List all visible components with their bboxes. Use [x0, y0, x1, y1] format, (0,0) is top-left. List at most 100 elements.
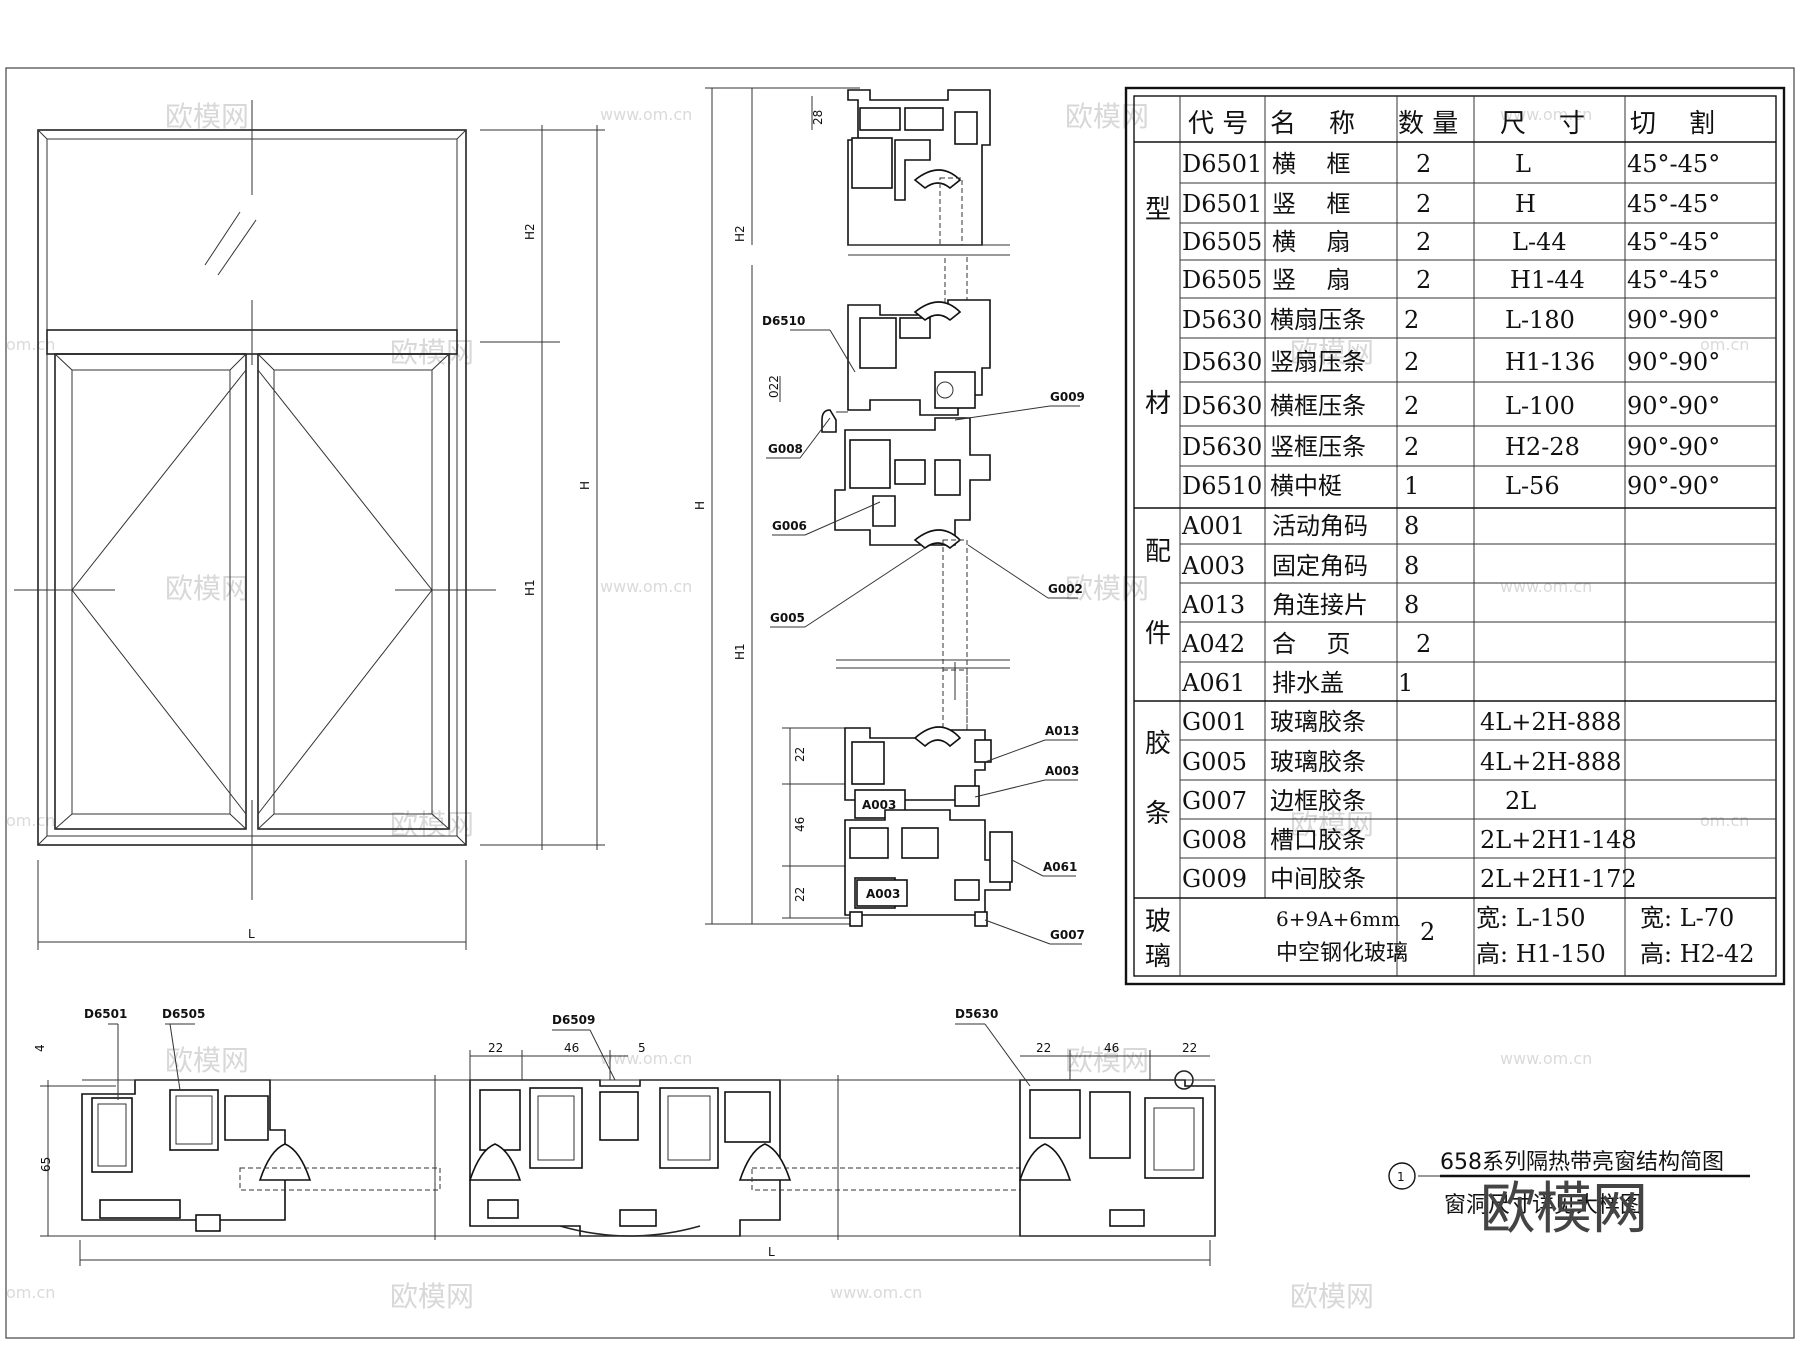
watermark-text: 欧模网	[1065, 100, 1149, 133]
svg-text:45°-45°: 45°-45°	[1627, 190, 1720, 218]
glass-qty: 2	[1420, 918, 1435, 946]
svg-text:H1-44: H1-44	[1510, 266, 1585, 294]
dim-label: 65	[39, 1157, 53, 1172]
svg-text:固定角码: 固定角码	[1272, 552, 1368, 580]
svg-text:合 页: 合 页	[1272, 630, 1351, 658]
svg-text:G007: G007	[1182, 787, 1247, 815]
svg-text:8: 8	[1404, 512, 1419, 540]
svg-text:活动角码: 活动角码	[1272, 512, 1368, 540]
svg-text:L-56: L-56	[1505, 472, 1560, 500]
table-row: D5630 竖扇压条 2 H1-136 90°-90°	[1182, 348, 1720, 376]
dim-label: 22	[488, 1041, 503, 1055]
table-row: G001 玻璃胶条 4L+2H-888	[1182, 708, 1621, 736]
dim-width-label: L	[768, 1245, 775, 1259]
header-qty: 数 量	[1398, 109, 1458, 139]
glass-upper-height: 高: H2-42	[1640, 940, 1755, 968]
watermark-site: om.cn	[6, 335, 55, 354]
callout-g006: G006	[772, 519, 807, 533]
dim-label: 022	[767, 375, 781, 398]
svg-text:4L+2H-888: 4L+2H-888	[1480, 708, 1621, 736]
dim-label: 22	[793, 887, 807, 902]
table-row: A013 角连接片 8	[1181, 591, 1419, 619]
watermark-text: 欧模网	[165, 100, 249, 133]
category-label: 配	[1145, 537, 1171, 567]
table-row: G009 中间胶条 2L+2H1-172	[1182, 865, 1637, 893]
svg-text:A001: A001	[1181, 512, 1245, 540]
callout-g008: G008	[768, 442, 803, 456]
table-row: D6501 竖 框 2 H 45°-45°	[1182, 190, 1720, 218]
left-sash	[54, 353, 247, 830]
dim-label: 46	[564, 1041, 579, 1055]
watermark-text: 欧模网	[1065, 1044, 1149, 1077]
svg-text:D5630: D5630	[1182, 433, 1262, 461]
svg-text:2L: 2L	[1505, 787, 1536, 815]
glass-lower-width: 宽: L-150	[1476, 904, 1586, 932]
svg-text:边框胶条: 边框胶条	[1270, 787, 1366, 815]
svg-text:横框压条: 横框压条	[1270, 392, 1366, 420]
callout-a003: A003	[1045, 764, 1079, 778]
table-row: G005 玻璃胶条 4L+2H-888	[1182, 748, 1621, 776]
right-sash	[257, 353, 450, 830]
watermark-text: 欧模网	[165, 1044, 249, 1077]
glass-lower-height: 高: H1-150	[1476, 940, 1606, 968]
svg-text:2: 2	[1404, 348, 1419, 376]
svg-text:L-180: L-180	[1505, 306, 1575, 334]
table-row: D6501 横 框 2 L 45°-45°	[1182, 150, 1720, 178]
svg-text:竖扇压条: 竖扇压条	[1270, 348, 1366, 376]
dim-h2-label: H2	[523, 223, 537, 240]
brand-watermark: 欧模网	[1480, 1177, 1648, 1242]
svg-text:2: 2	[1404, 306, 1419, 334]
drawing-title: 658系列隔热带亮窗结构简图	[1440, 1150, 1724, 1175]
header-code: 代 号	[1188, 109, 1248, 139]
callout-g002: G002	[1048, 582, 1083, 596]
parts-table: 代 号 名 称 数 量 尺 寸 切 割 型 材 配 件 胶 条 玻 璃 D650…	[1124, 86, 1786, 986]
svg-text:G008: G008	[1182, 826, 1247, 854]
svg-text:D6501: D6501	[1182, 190, 1262, 218]
dim-h1-label: H1	[523, 579, 537, 596]
watermark-text: 欧模网	[390, 1280, 474, 1313]
svg-text:D5630: D5630	[1182, 348, 1262, 376]
category-label: 璃	[1145, 942, 1171, 972]
svg-text:横扇压条: 横扇压条	[1270, 306, 1366, 334]
table-border	[1124, 86, 1786, 986]
svg-text:玻璃胶条: 玻璃胶条	[1270, 748, 1366, 776]
watermark-text: 欧模网	[1290, 1280, 1374, 1313]
svg-text:2: 2	[1416, 228, 1431, 256]
dim-h1-label: H1	[733, 643, 747, 660]
sheet-border	[5, 67, 1795, 1339]
svg-text:45°-45°: 45°-45°	[1627, 228, 1720, 256]
callout-g007: G007	[1050, 928, 1085, 942]
svg-text:H: H	[1515, 190, 1536, 218]
table-row: D6505 竖 扇 2 H1-44 45°-45°	[1182, 266, 1720, 294]
svg-text:2: 2	[1416, 266, 1431, 294]
table-row: A001 活动角码 8	[1181, 512, 1419, 540]
svg-text:横 扇: 横 扇	[1272, 228, 1351, 256]
svg-text:A061: A061	[1181, 669, 1245, 697]
title-number: 1	[1397, 1170, 1405, 1184]
watermark-text: 欧模网	[390, 336, 474, 369]
opening-indicator	[257, 369, 433, 815]
svg-text:2: 2	[1416, 190, 1431, 218]
svg-text:排水盖: 排水盖	[1272, 669, 1344, 697]
dim-label: 22	[1182, 1041, 1197, 1055]
svg-text:90°-90°: 90°-90°	[1627, 392, 1720, 420]
table-row: A061 排水盖 1	[1181, 669, 1413, 697]
category-label: 玻	[1145, 907, 1171, 937]
svg-text:角连接片: 角连接片	[1272, 591, 1368, 619]
svg-text:90°-90°: 90°-90°	[1627, 306, 1720, 334]
watermark-site: www.om.cn	[830, 1283, 922, 1302]
svg-text:2: 2	[1404, 433, 1419, 461]
svg-text:中间胶条: 中间胶条	[1270, 865, 1366, 893]
header-name: 名 称	[1270, 109, 1355, 139]
svg-text:4L+2H-888: 4L+2H-888	[1480, 748, 1621, 776]
table-row: D5630 横框压条 2 L-100 90°-90°	[1182, 392, 1720, 420]
svg-text:G001: G001	[1182, 708, 1247, 736]
svg-text:2L+2H1-172: 2L+2H1-172	[1480, 865, 1637, 893]
glass-row: 6+9A+6mm 中空钢化玻璃 2 宽: L-150 高: H1-150 宽: …	[1276, 904, 1755, 968]
svg-text:2: 2	[1416, 150, 1431, 178]
svg-text:90°-90°: 90°-90°	[1627, 348, 1720, 376]
table-row: D5630 竖框压条 2 H2-28 90°-90°	[1182, 433, 1720, 461]
glass-upper-width: 宽: L-70	[1640, 904, 1734, 932]
svg-text:横 框: 横 框	[1272, 150, 1351, 178]
watermark-layer: 欧模网 欧模网 www.om.cn www.om.cn 欧模网 欧模网 om.c…	[6, 100, 1749, 1313]
